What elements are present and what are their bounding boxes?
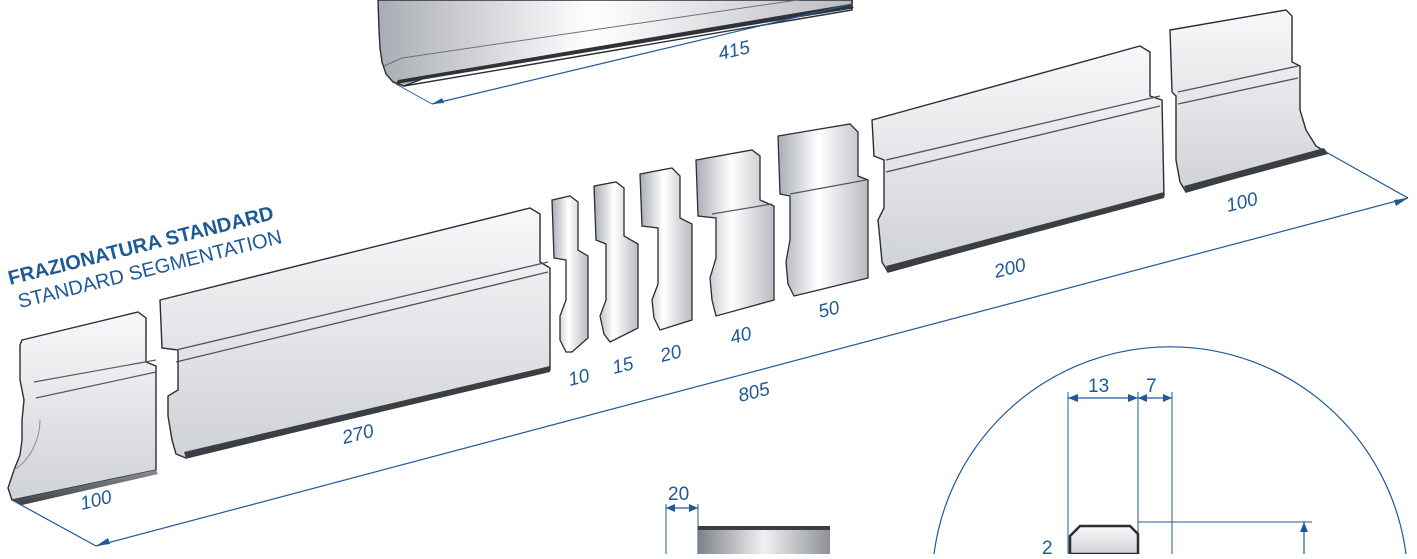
detail-dimension-13: 13 <box>1088 376 1109 397</box>
bottom-profile-block <box>665 504 830 554</box>
arrowhead-805-right <box>1394 198 1408 206</box>
bottom-dimension-label: 20 <box>668 484 689 505</box>
tool-segment-20 <box>639 167 693 331</box>
dimension-label-415: 415 <box>716 37 752 65</box>
tool-segment-415 <box>377 0 854 87</box>
tool-segment-40 <box>695 149 775 317</box>
dimension-label-50: 50 <box>816 297 842 323</box>
dimension-label-20: 20 <box>657 341 684 367</box>
dimension-label-100-right: 100 <box>1224 189 1260 217</box>
dimension-label-10: 10 <box>566 365 592 391</box>
dimension-label-200: 200 <box>991 255 1028 283</box>
detail-dimension-2: 2 <box>1042 538 1053 554</box>
dimension-label-15: 15 <box>610 353 636 379</box>
tool-segment-100-left <box>7 311 158 505</box>
tool-segment-270 <box>159 207 551 459</box>
dimension-label-40: 40 <box>728 323 754 349</box>
dimension-label-270: 270 <box>339 421 376 449</box>
detail-circle <box>933 346 1407 556</box>
tool-segment-200 <box>871 45 1165 273</box>
dimension-line-415 <box>395 3 853 105</box>
dimension-label-805: 805 <box>736 379 772 407</box>
dimension-line-805 <box>11 151 1409 547</box>
tool-segment-50 <box>777 123 869 297</box>
detail-dimension-7: 7 <box>1146 376 1157 397</box>
tool-segment-100-right <box>1169 9 1328 193</box>
tool-segment-15 <box>593 181 639 343</box>
tool-segment-10 <box>551 195 589 353</box>
arrowhead-805-left <box>96 538 110 546</box>
